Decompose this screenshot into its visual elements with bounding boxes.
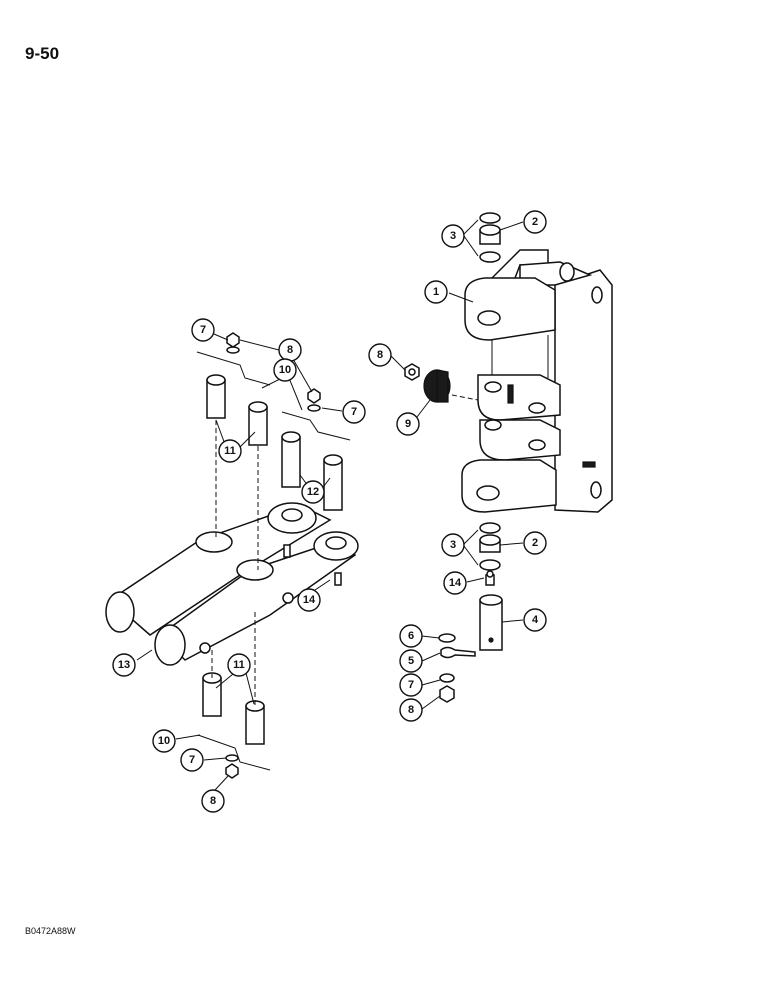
callout-8: 8	[399, 698, 423, 722]
callout-14: 14	[443, 571, 467, 595]
svg-text:11: 11	[233, 659, 245, 671]
callout-7: 7	[399, 673, 423, 697]
svg-text:7: 7	[200, 324, 206, 336]
svg-text:10: 10	[158, 735, 170, 747]
svg-text:8: 8	[377, 349, 383, 361]
pivot-pin	[479, 594, 503, 651]
svg-text:8: 8	[210, 795, 216, 807]
callout-11: 11	[227, 653, 251, 677]
callout-13: 13	[112, 653, 136, 677]
callout-2: 2	[523, 210, 547, 234]
callout-10: 10	[152, 729, 176, 753]
callout-6: 6	[399, 624, 423, 648]
callout-leaders	[136, 219, 524, 791]
callout-11: 11	[218, 439, 242, 463]
svg-text:2: 2	[532, 537, 538, 549]
svg-text:1: 1	[433, 286, 439, 298]
cylinder-assembly	[105, 502, 359, 666]
svg-text:9: 9	[405, 418, 411, 430]
callout-12: 12	[301, 480, 325, 504]
callout-14: 14	[297, 588, 321, 612]
grease-fitting	[485, 570, 495, 586]
upper-pins	[206, 374, 343, 570]
svg-text:7: 7	[408, 679, 414, 691]
bushing	[423, 369, 479, 403]
callout-3: 3	[441, 224, 465, 248]
svg-text:8: 8	[408, 704, 414, 716]
svg-text:12: 12	[307, 486, 319, 498]
callout-9: 9	[396, 412, 420, 436]
svg-text:7: 7	[351, 406, 357, 418]
svg-text:5: 5	[408, 655, 414, 667]
svg-text:14: 14	[449, 577, 462, 589]
svg-text:6: 6	[408, 630, 414, 642]
lower-bearing-stack	[479, 522, 501, 571]
pin-hardware	[438, 633, 476, 703]
svg-text:7: 7	[189, 754, 195, 766]
svg-text:2: 2	[532, 216, 538, 228]
svg-text:10: 10	[279, 364, 291, 376]
callout-7: 7	[191, 318, 215, 342]
upper-retainers	[196, 332, 351, 441]
svg-text:3: 3	[450, 539, 456, 551]
callout-4: 4	[523, 608, 547, 632]
callout-8: 8	[278, 338, 302, 362]
svg-text:3: 3	[450, 230, 456, 242]
svg-text:14: 14	[303, 594, 316, 606]
callout-1: 1	[424, 280, 448, 304]
callout-5: 5	[399, 649, 423, 673]
svg-text:4: 4	[532, 614, 539, 626]
svg-text:13: 13	[118, 659, 130, 671]
nut-upper	[404, 363, 420, 381]
callout-8: 8	[201, 789, 225, 813]
svg-text:8: 8	[287, 344, 293, 356]
page-number: 9-50	[25, 44, 60, 63]
upper-bearing-stack	[479, 212, 501, 263]
callout-3: 3	[441, 533, 465, 557]
callout-7: 7	[342, 400, 366, 424]
drawing-code: B0472A88W	[25, 926, 76, 936]
mounting-bracket	[461, 249, 613, 513]
callout-7: 7	[180, 748, 204, 772]
svg-text:11: 11	[224, 445, 236, 457]
callout-10: 10	[273, 358, 297, 382]
callout-8: 8	[368, 343, 392, 367]
callout-2: 2	[523, 531, 547, 555]
